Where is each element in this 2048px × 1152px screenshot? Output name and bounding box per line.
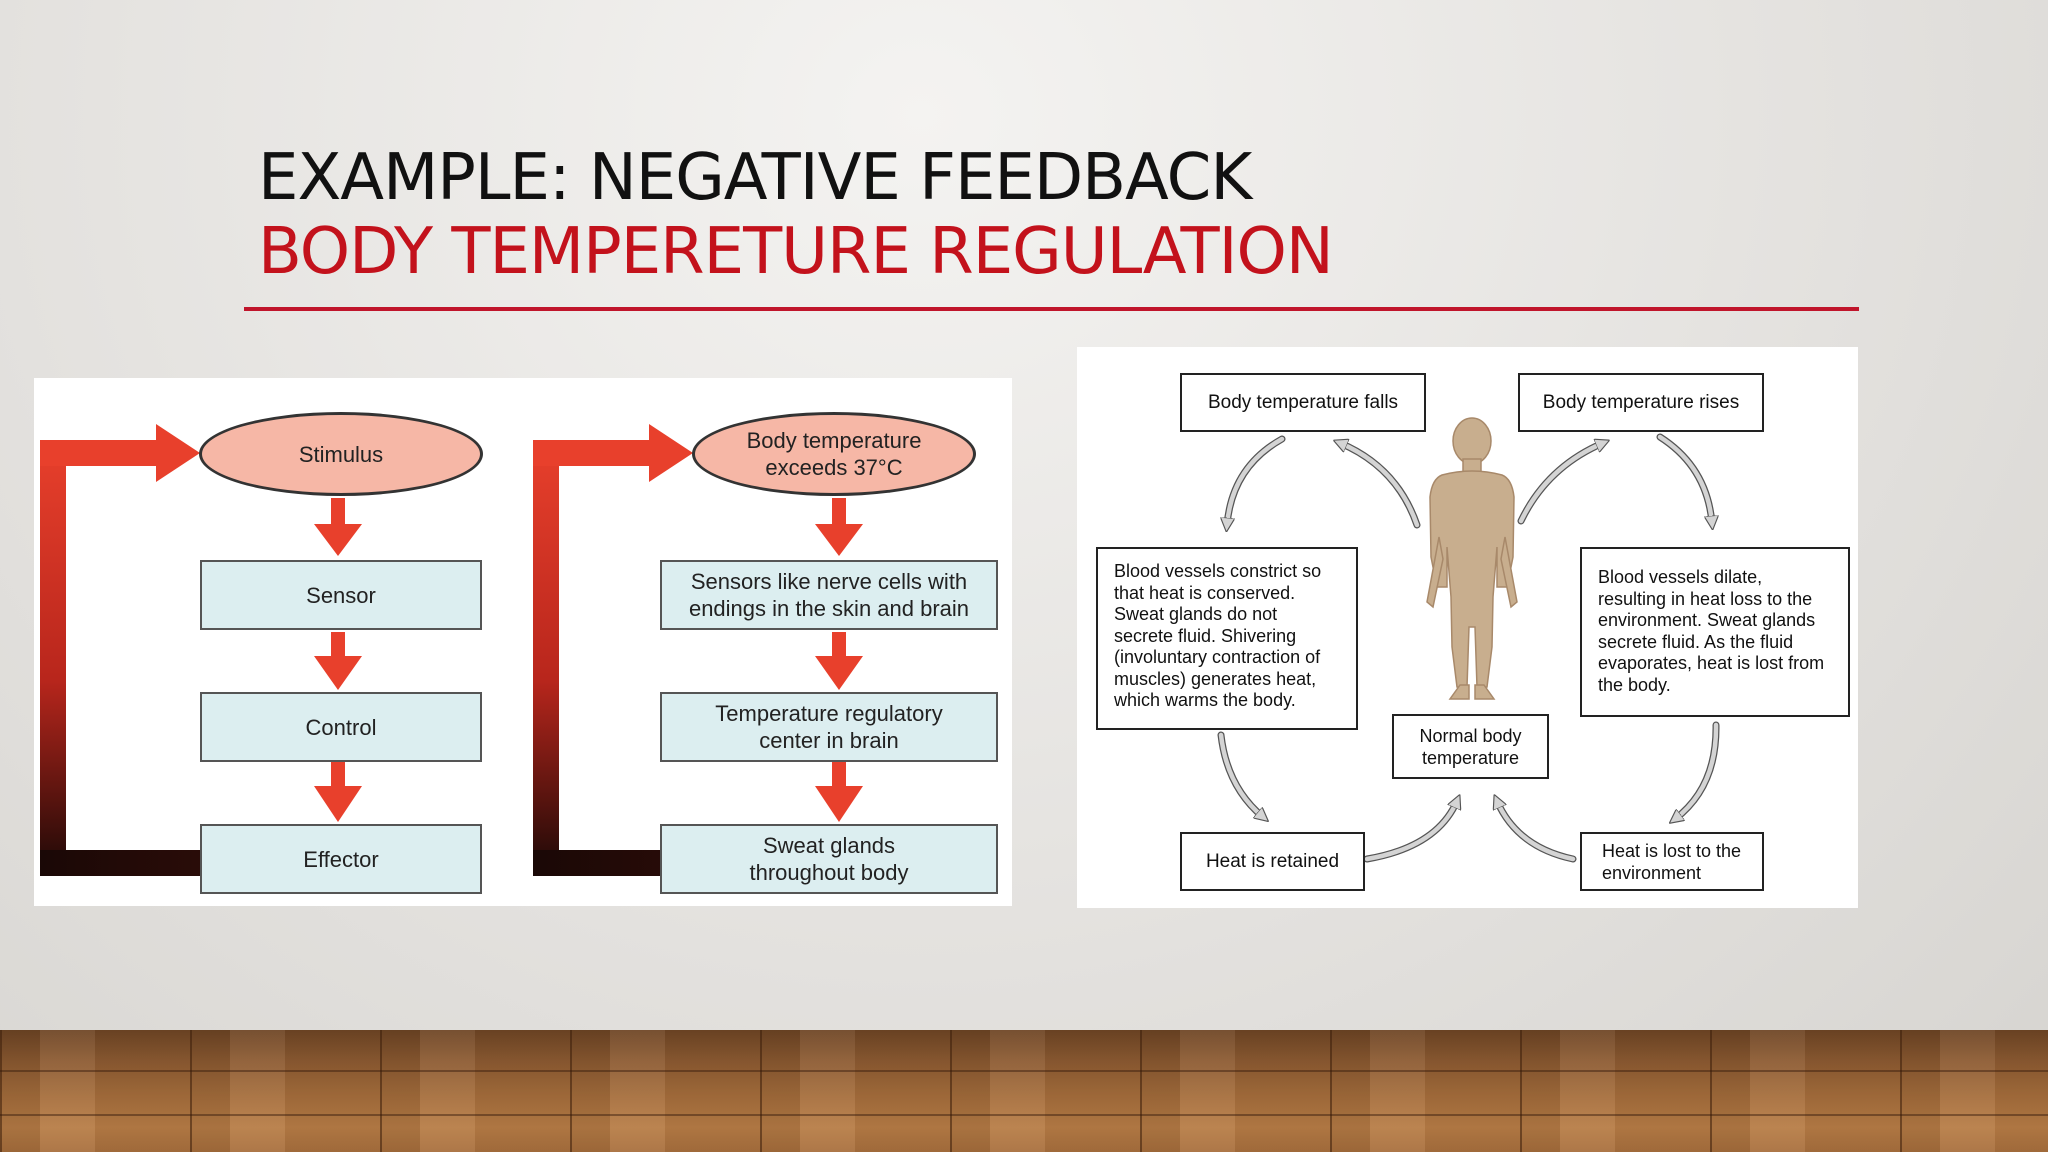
temperature-falls-box: Body temperature falls <box>1180 373 1426 432</box>
cycle-arrows <box>1217 417 1720 863</box>
title-divider <box>244 307 1859 311</box>
temperature-rises-box: Body temperature rises <box>1518 373 1764 432</box>
thermoregulation-diagram: Body temperature falls Body temperature … <box>1077 347 1858 908</box>
control-example-box: Temperature regulatory center in brain <box>660 692 998 762</box>
stimulus-oval: Stimulus <box>199 412 483 496</box>
human-body-icon <box>1426 417 1518 700</box>
feedback-arrows <box>40 424 863 876</box>
slide-title: EXAMPLE: NEGATIVE FEEDBACK <box>258 141 1252 215</box>
effector-box: Effector <box>200 824 482 894</box>
generic-down-arrows <box>314 498 362 822</box>
vessels-constrict-box: Blood vessels constrict so that heat is … <box>1096 547 1358 730</box>
control-box: Control <box>200 692 482 762</box>
sensor-example-box: Sensors like nerve cells with endings in… <box>660 560 998 630</box>
heat-retained-box: Heat is retained <box>1180 832 1365 891</box>
slide-subtitle: BODY TEMPERETURE REGULATION <box>258 215 1334 289</box>
effector-example-box: Sweat glands throughout body <box>660 824 998 894</box>
sensor-box: Sensor <box>200 560 482 630</box>
wood-floor-decoration <box>0 1030 2048 1152</box>
stimulus-example-oval: Body temperature exceeds 37°C <box>692 412 976 496</box>
example-down-arrows <box>815 498 863 822</box>
generic-loop-arrow <box>40 424 206 876</box>
heat-lost-box: Heat is lost to the environment <box>1580 832 1764 891</box>
normal-temperature-box: Normal body temperature <box>1392 714 1549 779</box>
example-loop-arrow <box>533 424 699 876</box>
vessels-dilate-box: Blood vessels dilate, resulting in heat … <box>1580 547 1850 717</box>
feedback-loop-diagram: Stimulus Sensor Control Effector Body te… <box>34 378 1012 906</box>
